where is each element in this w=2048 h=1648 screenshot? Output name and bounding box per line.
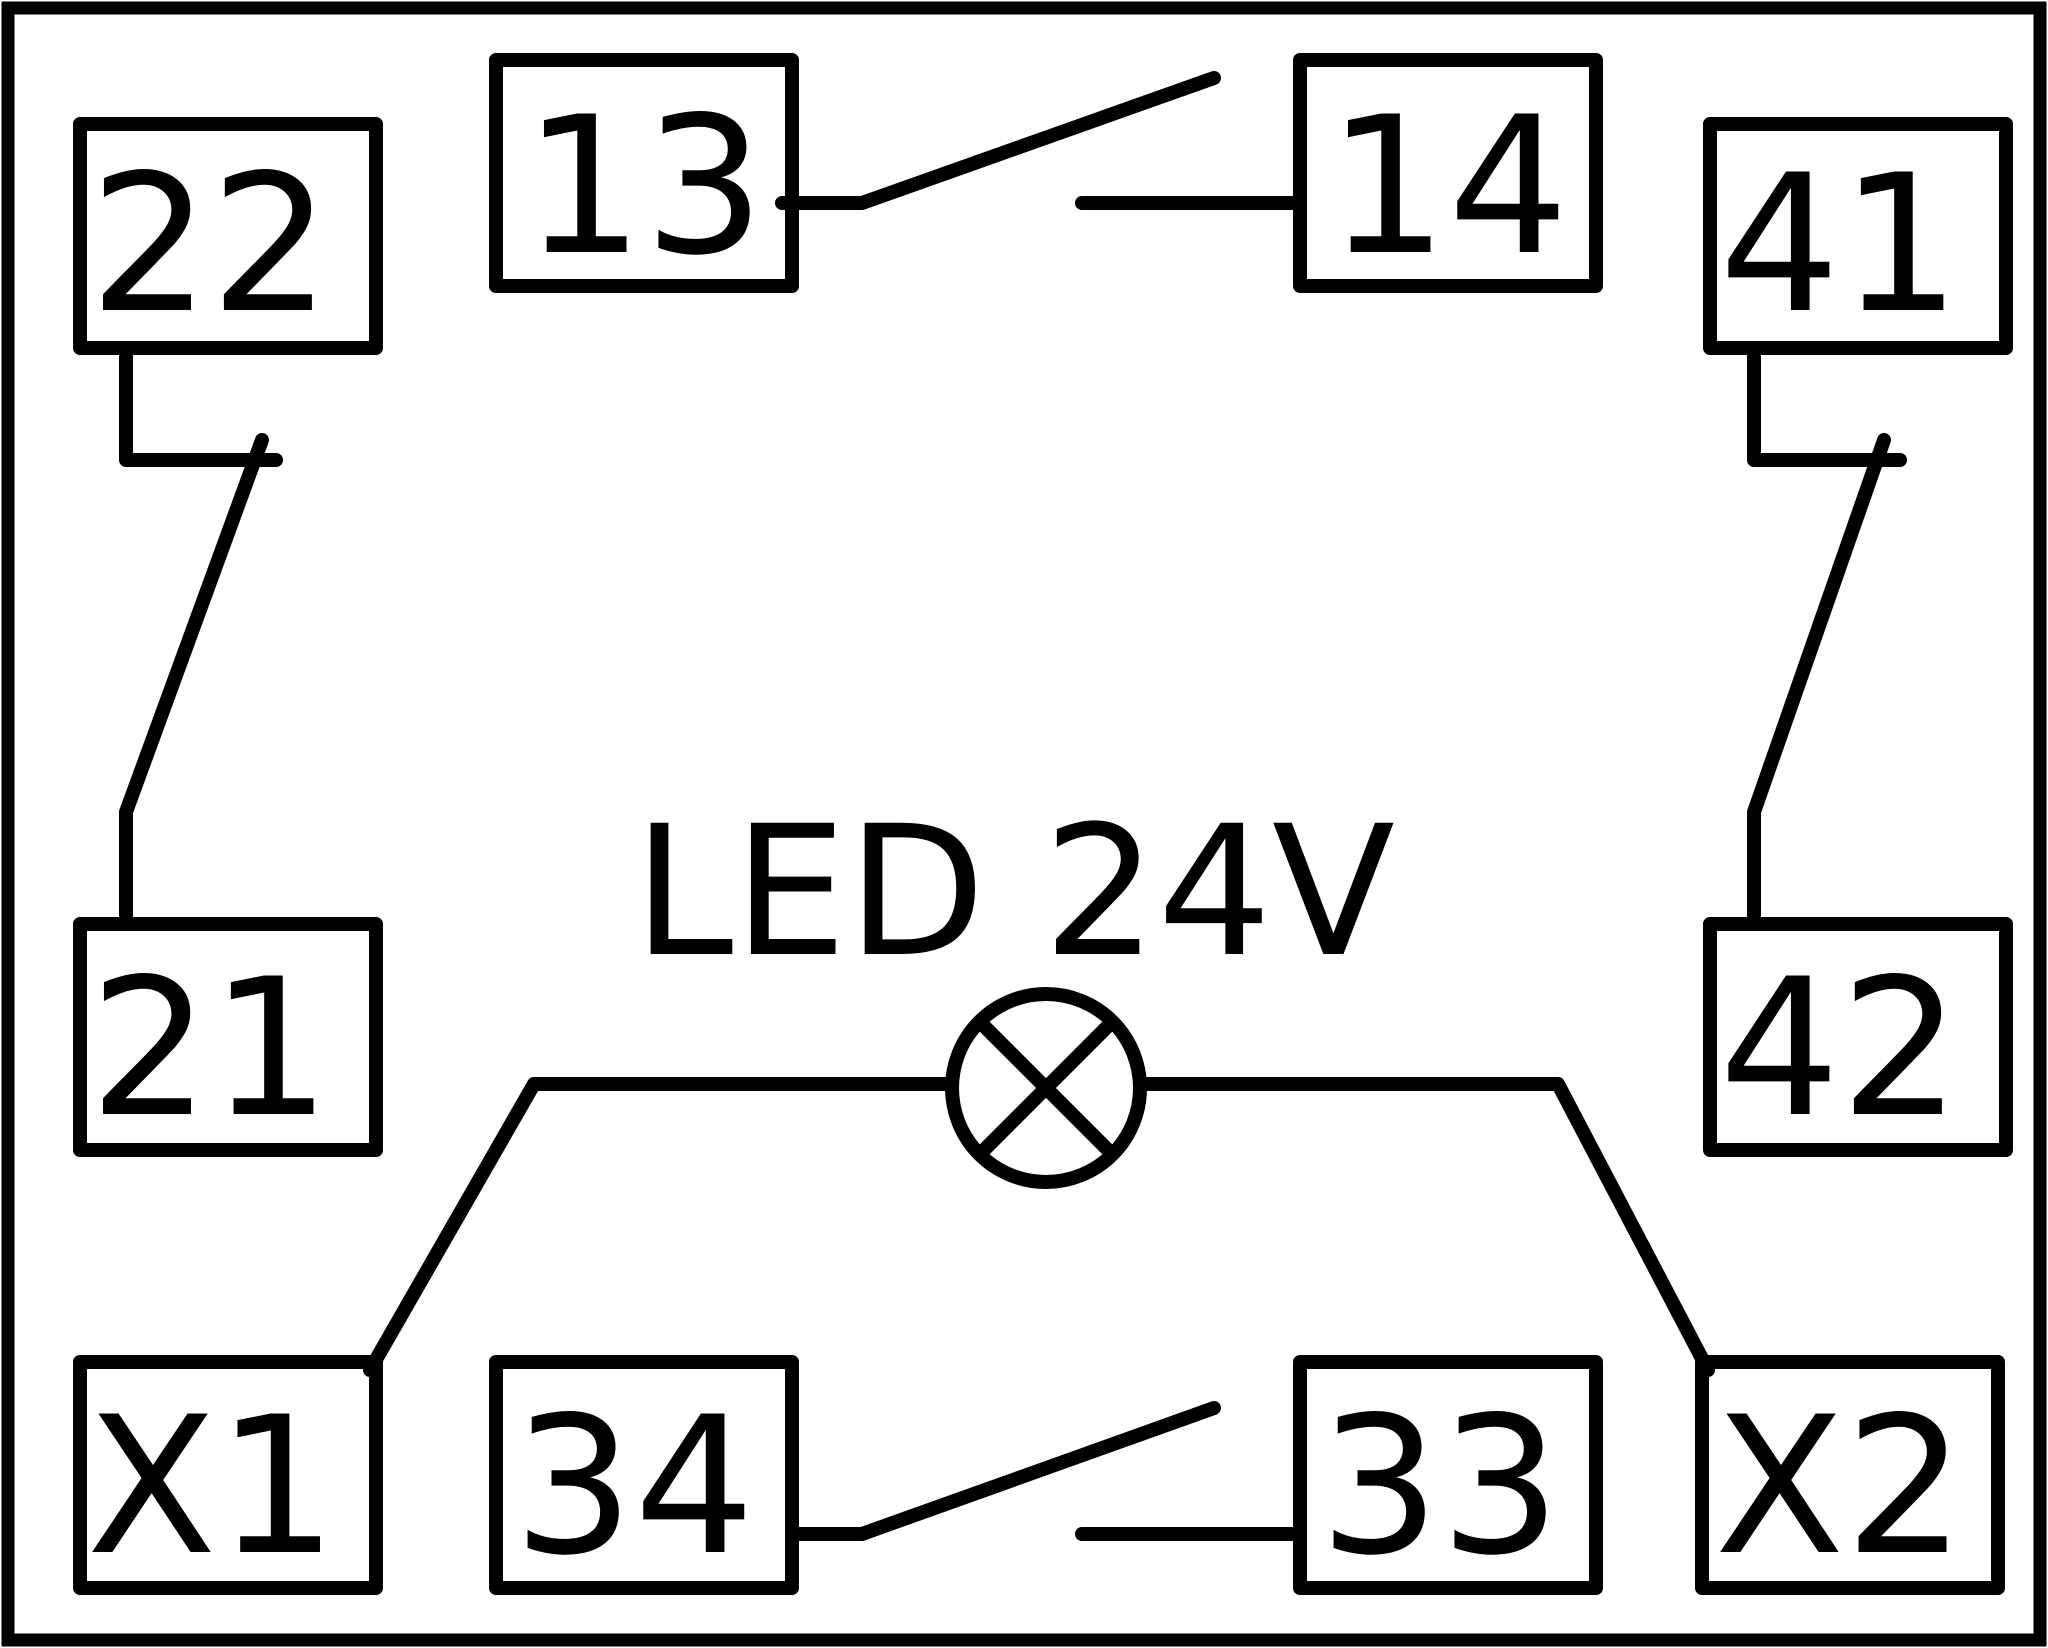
terminal-33: 33: [1293, 1355, 1603, 1597]
terminal-34: 34: [489, 1355, 799, 1597]
contact-41-42: [1747, 341, 1907, 931]
terminal-22: 22: [73, 117, 383, 355]
lamp-caption: LED 24V: [633, 788, 1395, 997]
terminal-41: 41: [1703, 117, 2013, 355]
terminal-x2: X2: [1695, 1355, 2005, 1597]
terminal-x2-label: X2: [1714, 1376, 1965, 1597]
terminal-14-label: 14: [1327, 76, 1569, 297]
contact-13-14: [775, 71, 1307, 210]
contact-33-34: [785, 1401, 1307, 1541]
terminal-13: 13: [489, 53, 799, 297]
terminal-33-label: 33: [1319, 1376, 1561, 1597]
terminal-14: 14: [1293, 53, 1603, 297]
contact-21-22: [119, 341, 283, 931]
terminal-42: 42: [1703, 917, 2013, 1159]
terminal-41-label: 41: [1719, 134, 1961, 355]
terminal-x1-label: X1: [86, 1376, 337, 1597]
lamp-circuit: [363, 1077, 1715, 1377]
terminal-13-label: 13: [523, 76, 765, 297]
terminal-42-label: 42: [1719, 938, 1961, 1159]
led-lamp-icon: [945, 987, 1147, 1189]
terminal-x1: X1: [73, 1355, 383, 1597]
terminal-21-label: 21: [89, 938, 331, 1159]
terminal-34-label: 34: [513, 1376, 755, 1597]
terminal-22-label: 22: [89, 134, 331, 355]
terminal-21: 21: [73, 917, 383, 1159]
